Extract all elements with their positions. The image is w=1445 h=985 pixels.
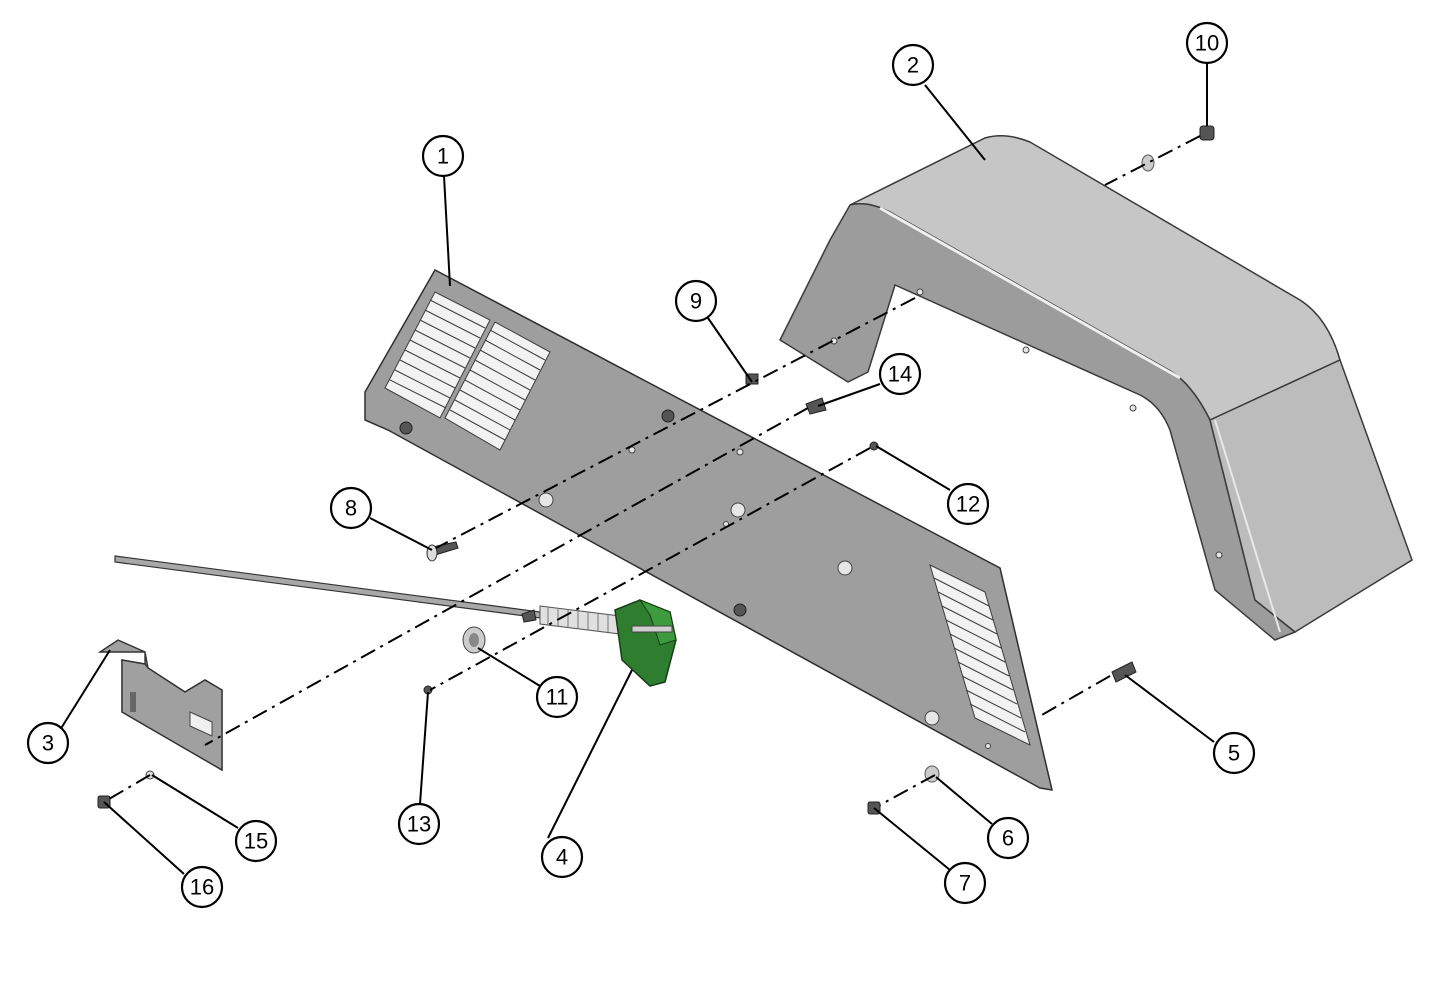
louvered-plate-part <box>364 268 1053 791</box>
callout-16-label: 16 <box>190 875 214 900</box>
callout-6: 6 <box>986 816 1030 860</box>
callout-10-label: 10 <box>1195 31 1219 56</box>
callouts: 1 2 3 4 5 6 7 8 <box>26 21 1256 909</box>
callout-2-label: 2 <box>907 53 919 78</box>
callout-13-label: 13 <box>407 812 431 837</box>
spring-rod-assembly <box>114 555 621 635</box>
callout-14-label: 14 <box>888 362 912 387</box>
callout-12-label: 12 <box>956 492 980 517</box>
callout-9-label: 9 <box>690 289 702 314</box>
callout-5: 5 <box>1212 731 1256 775</box>
assembly-centerlines <box>103 135 1201 806</box>
callout-13: 13 <box>397 802 441 846</box>
callout-5-label: 5 <box>1228 741 1240 766</box>
callout-7: 7 <box>943 861 987 905</box>
callout-2: 2 <box>891 43 935 87</box>
callout-1: 1 <box>421 134 465 178</box>
callout-1-label: 1 <box>437 144 449 169</box>
callout-10: 10 <box>1185 21 1229 65</box>
callout-16: 16 <box>180 865 224 909</box>
callout-9: 9 <box>674 279 718 323</box>
callout-4-label: 4 <box>556 845 568 870</box>
callout-3: 3 <box>26 721 70 765</box>
green-lever-bracket-part <box>614 598 677 687</box>
callout-11: 11 <box>535 675 579 719</box>
fender-cover-part <box>779 135 1413 641</box>
callout-11-label: 11 <box>546 685 569 710</box>
callout-15-label: 15 <box>244 829 268 854</box>
vent-slots-left <box>384 291 551 451</box>
callout-8-label: 8 <box>345 496 357 521</box>
mounting-bracket-part <box>97 639 223 772</box>
callout-3-label: 3 <box>42 731 54 756</box>
fender-front-face <box>1209 358 1413 633</box>
vent-slots-right <box>929 564 1031 746</box>
leader-lines <box>59 64 1215 875</box>
callout-14: 14 <box>878 352 922 396</box>
plate-body <box>364 268 1053 791</box>
callout-4: 4 <box>540 835 584 879</box>
callout-8: 8 <box>329 486 373 530</box>
callout-6-label: 6 <box>1002 826 1014 851</box>
callout-7-label: 7 <box>959 871 971 896</box>
callout-12: 12 <box>946 482 990 526</box>
callout-15: 15 <box>234 819 278 863</box>
